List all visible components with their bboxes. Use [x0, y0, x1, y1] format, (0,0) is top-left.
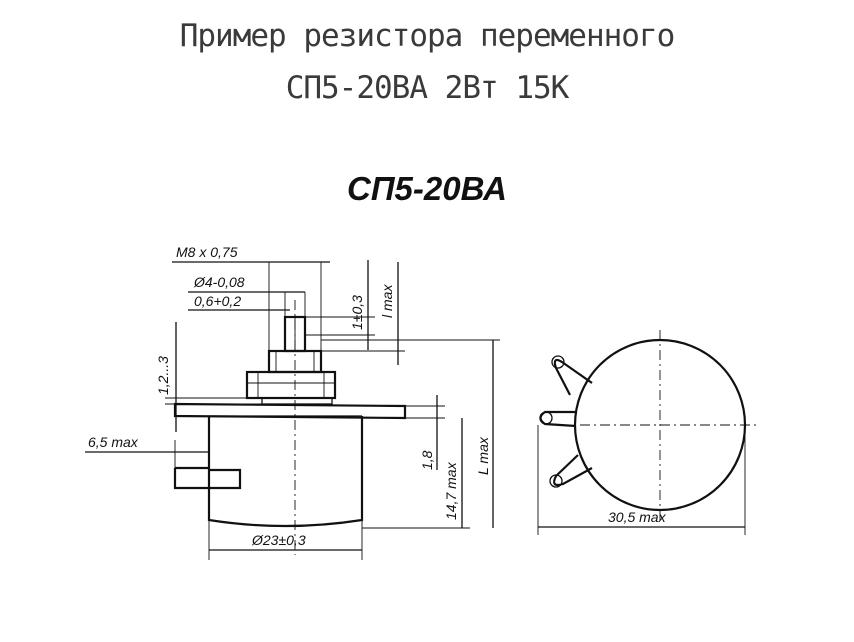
front-view: 30,5 max	[537, 330, 760, 535]
title-line-1: Пример резистора переменного	[179, 18, 676, 54]
flange-plate	[173, 402, 407, 420]
title-line-2: СП5-20ВА 2Вт 15К	[285, 70, 570, 106]
lug-bottom	[553, 454, 593, 487]
terminal-lug	[173, 466, 242, 490]
dim-l-max: l max	[379, 284, 395, 318]
dim-shaft-dia: Ø4-0,08	[193, 274, 245, 290]
dim-thread: M8 x 0,75	[176, 244, 238, 260]
dim-knob-height: 1±0,3	[349, 295, 365, 330]
dim-width: 30,5 max	[608, 509, 667, 525]
dim-flange: 1,8	[419, 450, 435, 470]
model-label: СП5-20ВА	[346, 170, 508, 207]
dim-body-dia: Ø23±0,3	[251, 532, 306, 548]
mount-nut	[245, 370, 337, 400]
dim-terminal-len: 6,5 max	[88, 434, 139, 450]
dim-body-height: 14,7 max	[443, 461, 459, 520]
dim-washer: 1,2...3	[155, 356, 171, 395]
body-outline	[207, 416, 364, 528]
dim-shaft-gap: 0,6+0,2	[194, 293, 241, 309]
side-view: M8 x 0,75 Ø4-0,08 0,6+0,2 1±0,3 l max 1,…	[85, 244, 500, 560]
lug-top	[553, 358, 593, 396]
dim-total-len: L max	[475, 436, 491, 475]
